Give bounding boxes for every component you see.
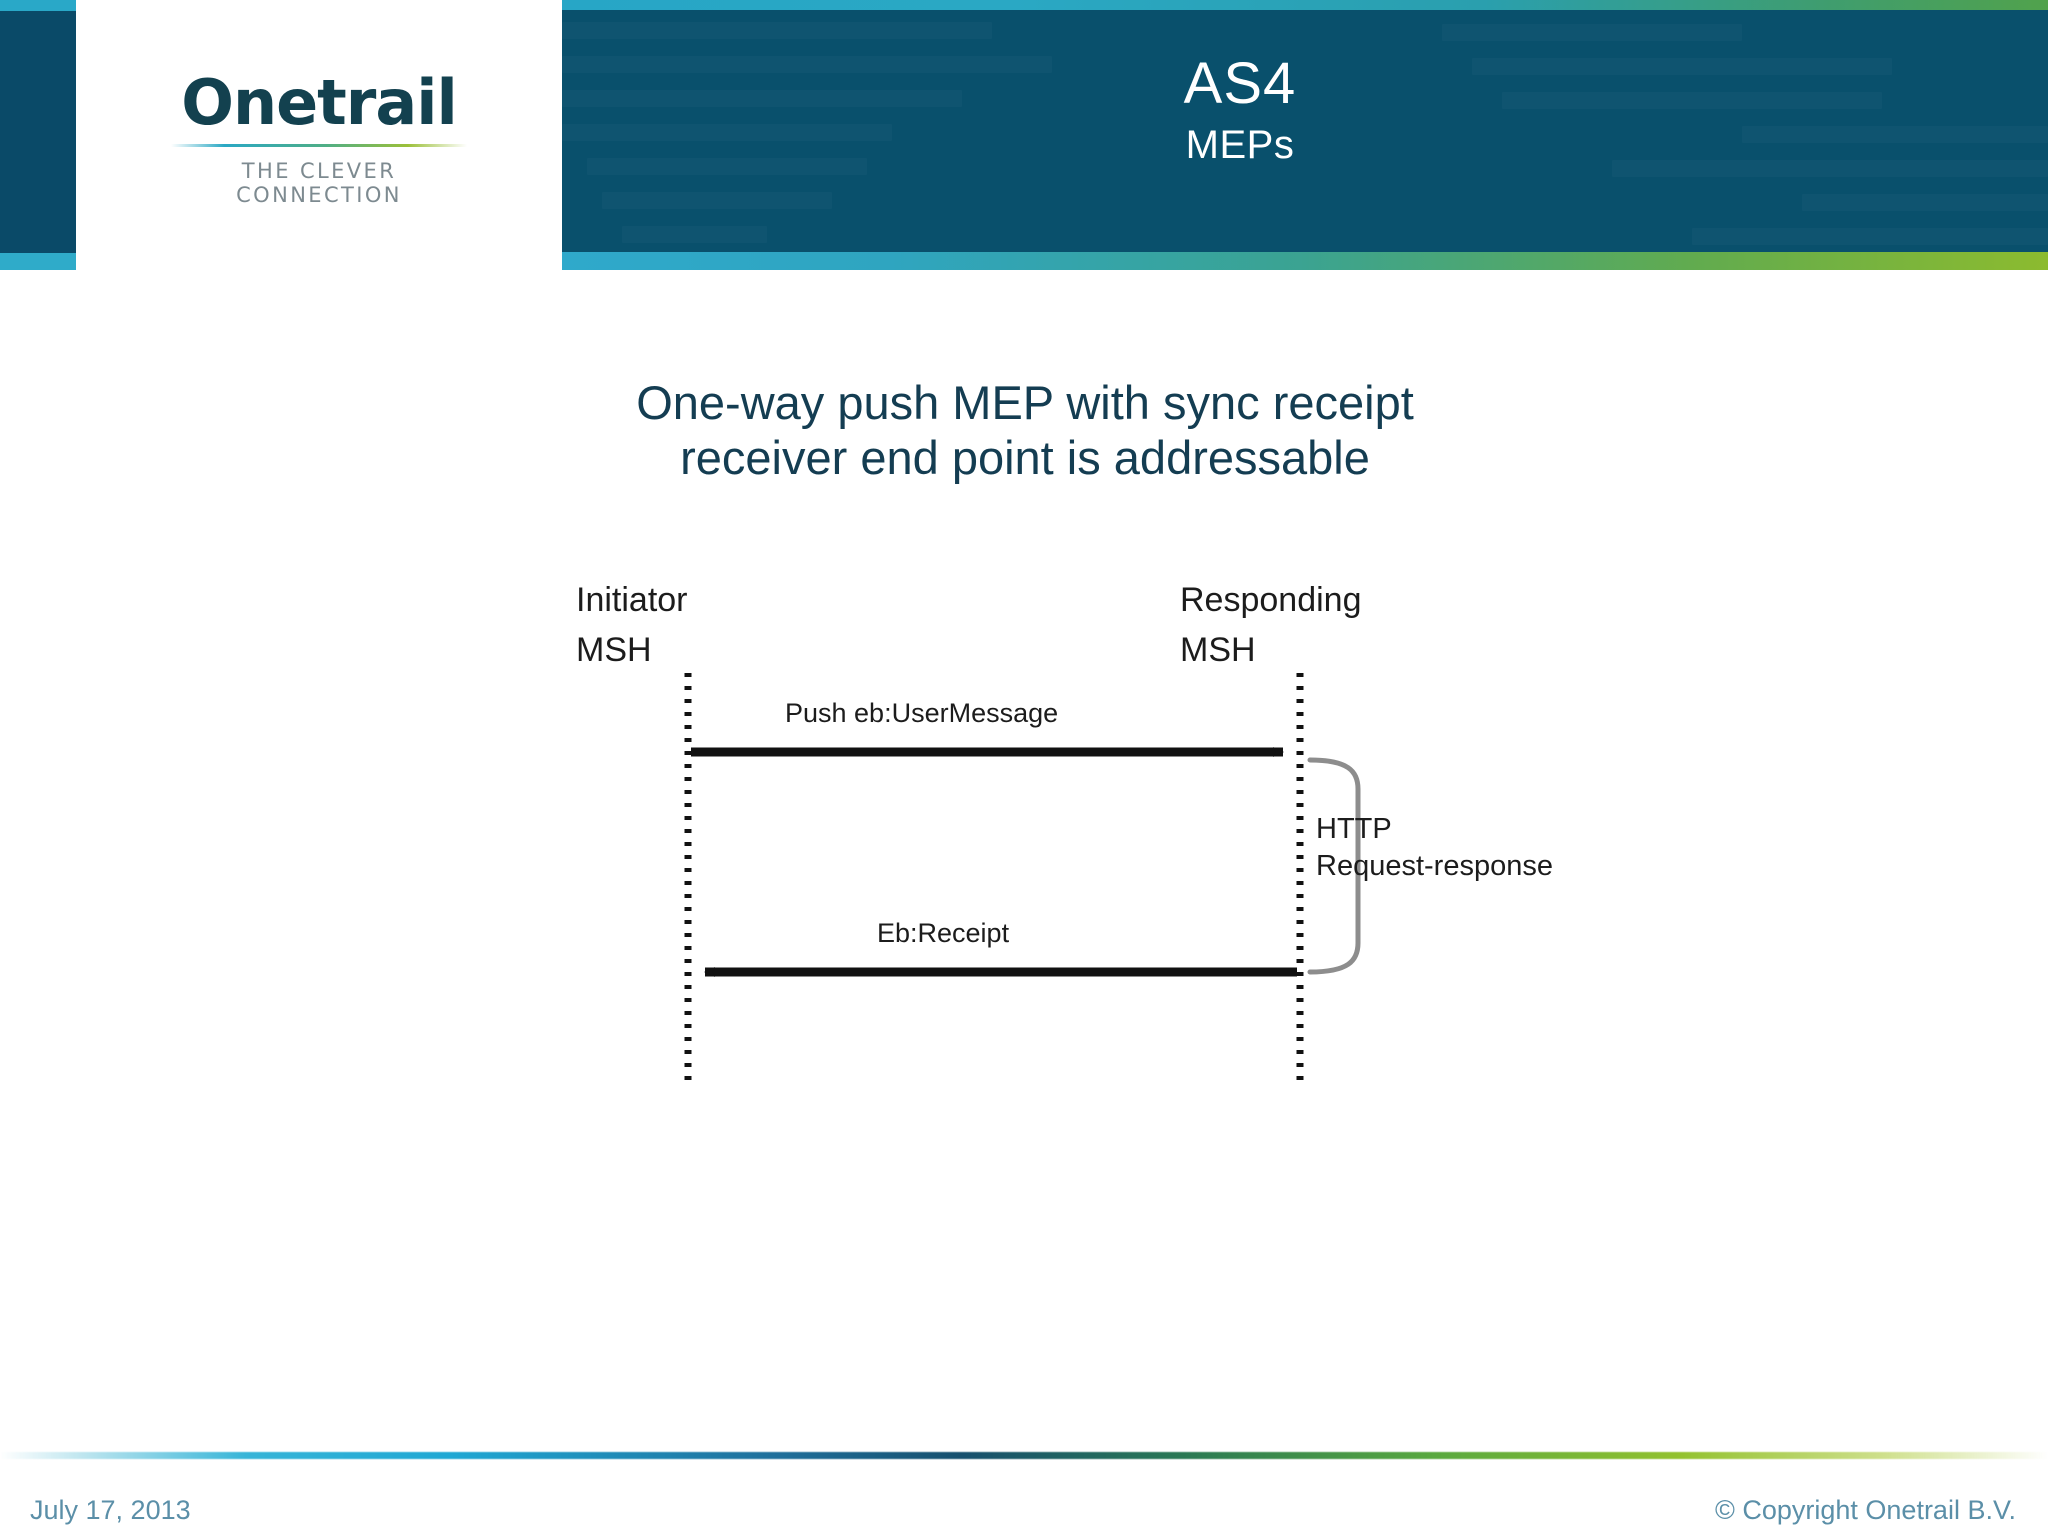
footer-copyright: © Copyright Onetrail B.V. xyxy=(1714,1495,2016,1525)
logo-wordmark: Onetrail xyxy=(181,66,457,139)
header-title-group: AS4 MEPs xyxy=(562,52,2048,170)
http-request-response-label: HTTP Request-response xyxy=(1316,811,1553,885)
actor-responder-line-1: Responding xyxy=(1180,581,1362,619)
http-label-line-2: Request-response xyxy=(1316,850,1553,882)
header-banner: AS4 MEPs xyxy=(562,0,2048,270)
slide-title: One-way push MEP with sync receipt recei… xyxy=(300,375,1750,485)
header-title: AS4 xyxy=(1183,51,1297,116)
header-subtitle: MEPs xyxy=(1185,123,1295,167)
onetrail-logo: Onetrail THE CLEVER CONNECTION xyxy=(166,68,472,207)
slide-header: AS4 MEPs Onetrail THE CLEVER CONNECTION xyxy=(0,0,2048,270)
logo-underline-rule xyxy=(171,144,467,147)
footer-date: July 17, 2013 xyxy=(30,1495,191,1525)
actor-initiator-line-1: Initiator xyxy=(576,581,688,619)
header-logo-panel xyxy=(76,0,562,270)
message-label-receipt: Eb:Receipt xyxy=(877,918,1010,948)
logo-tagline: THE CLEVER CONNECTION xyxy=(236,159,402,207)
actor-responder-line-2: MSH xyxy=(1180,631,1256,669)
actor-initiator-line-2: MSH xyxy=(576,631,652,669)
footer-gradient-rule xyxy=(0,1452,2048,1459)
message-label-push: Push eb:UserMessage xyxy=(785,698,1059,728)
header-left-accent-block xyxy=(0,0,76,270)
http-label-line-1: HTTP xyxy=(1316,813,1392,845)
sequence-diagram-graphics xyxy=(684,673,1361,1083)
banner-bottom-gradient-rule xyxy=(562,252,2048,270)
slide-title-line-2: receiver end point is addressable xyxy=(680,431,1370,484)
slide-title-line-1: One-way push MEP with sync receipt xyxy=(636,376,1414,429)
banner-top-gradient-rule xyxy=(562,0,2048,10)
http-bracket xyxy=(1307,757,1361,975)
